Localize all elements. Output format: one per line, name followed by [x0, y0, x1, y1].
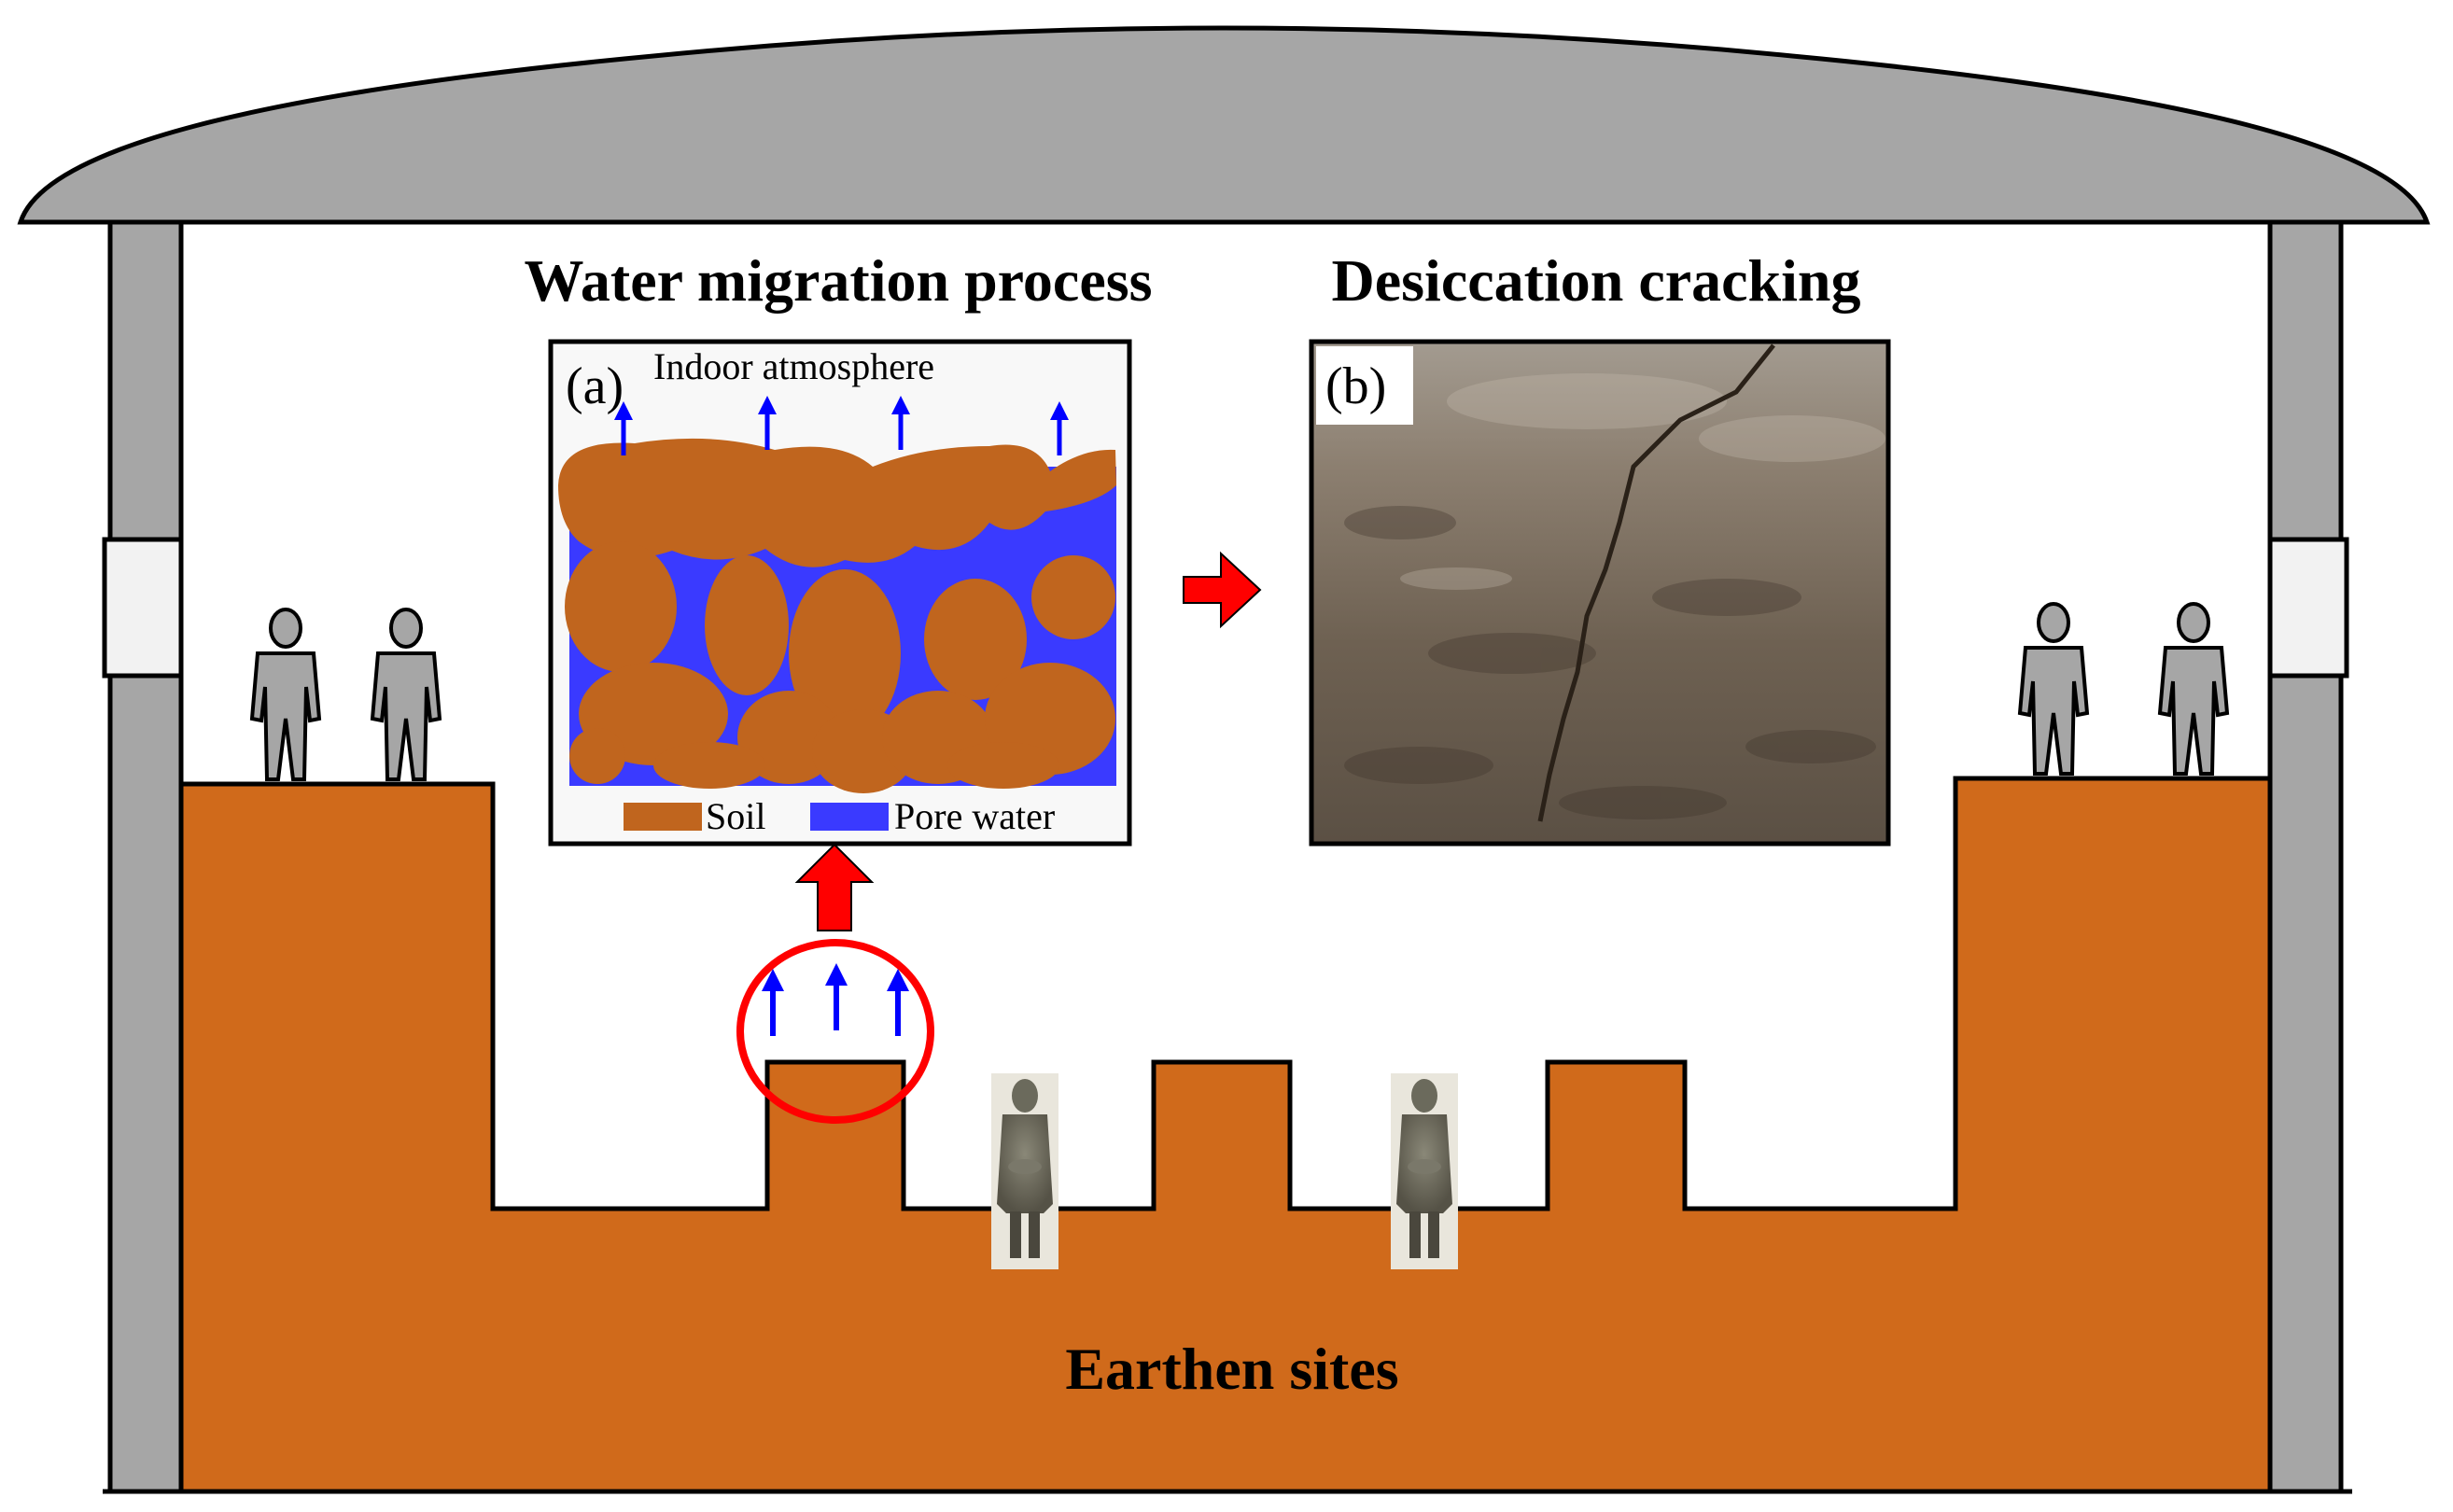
roof: [17, 25, 2431, 225]
heading-earthen-sites: Earthen sites: [1065, 1336, 1398, 1402]
soil-particles: [558, 438, 1116, 793]
evaporation-arrows-panel-a: [614, 396, 1069, 455]
panel-b-label: (b): [1325, 357, 1386, 415]
heading-desiccation-cracking: Desiccation cracking: [1332, 247, 1861, 314]
panel-a: (a) Indoor atmosphere Soil Pore water: [548, 339, 1132, 847]
evaporation-arrows: [762, 963, 909, 1036]
crack-line: [1537, 343, 1775, 822]
person-icon: [2017, 602, 2090, 776]
person-icon: [2157, 602, 2230, 776]
panel-b-label-bg: [1316, 346, 1413, 425]
legend-soil-swatch: [624, 803, 702, 831]
right-window: [2267, 537, 2349, 679]
right-wall: [2267, 219, 2344, 1494]
terracotta-warrior-image: [991, 1073, 1058, 1269]
right-arrow: [1183, 551, 1262, 629]
earthen-site: [178, 776, 2273, 1494]
highlight-circle: [736, 939, 934, 1124]
panel-a-top-text: Indoor atmosphere: [653, 345, 934, 387]
legend-soil-label: Soil: [706, 795, 765, 837]
legend-pore-water-label: Pore water: [894, 795, 1055, 837]
panel-a-label: (a): [566, 357, 624, 415]
left-window: [102, 537, 184, 679]
left-wall: [107, 219, 184, 1494]
up-arrow: [794, 843, 875, 931]
legend-pore-water-swatch: [810, 803, 889, 831]
person-icon: [370, 608, 442, 781]
person-icon: [249, 608, 322, 781]
cracked-soil-photo: [1309, 339, 1891, 847]
terracotta-warrior-image: [1391, 1073, 1458, 1269]
panel-b: (b): [1309, 339, 1891, 847]
heading-water-migration: Water migration process: [524, 247, 1152, 314]
